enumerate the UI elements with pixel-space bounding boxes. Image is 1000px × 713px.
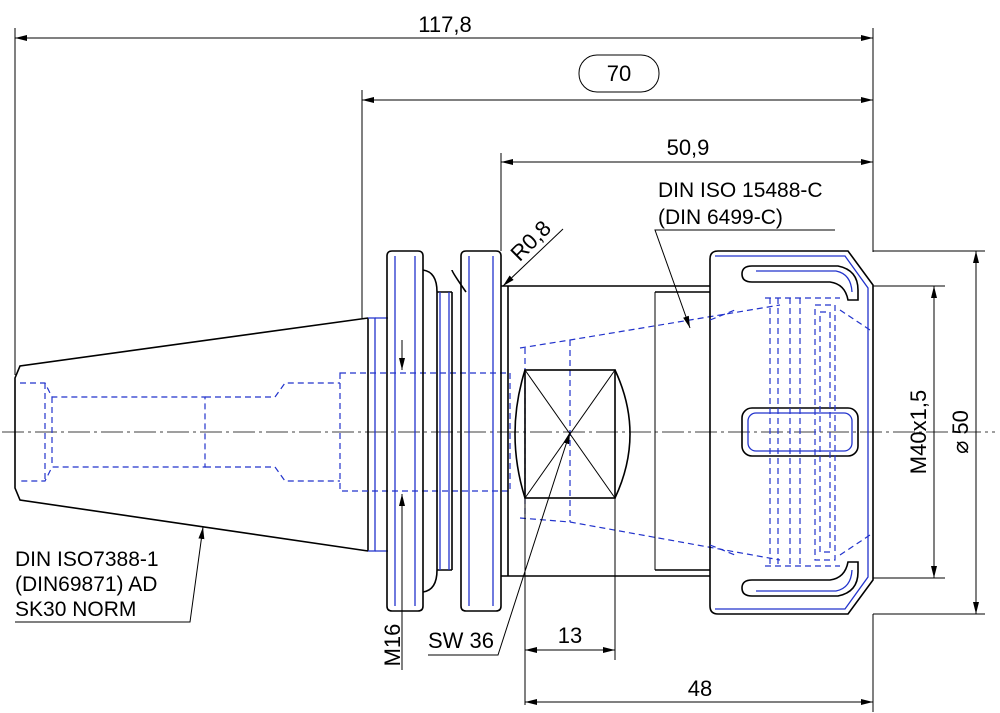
taper-standard-line1: DIN ISO7388-1 <box>15 548 159 571</box>
flange <box>386 250 508 612</box>
dim-nut-diameter: ⌀ 50 <box>873 250 985 615</box>
gauge-length-value: 70 <box>607 61 631 86</box>
collet-nut <box>709 250 874 615</box>
taper-standard-line2: (DIN69871) AD <box>15 573 157 596</box>
overall-length-value: 117,8 <box>418 12 471 37</box>
dim-nut-length: 50,9 <box>500 135 873 251</box>
wrench-size-value: SW 36 <box>428 628 494 653</box>
flat-width-value: 13 <box>558 623 582 648</box>
radius-value: R0,8 <box>505 215 556 266</box>
pull-stud-thread-value: M16 <box>380 624 405 667</box>
dim-wrench-size: SW 36 <box>428 431 571 656</box>
collet-standard-line2: (DIN 6499-C) <box>658 206 783 229</box>
dim-pull-stud-thread: M16 <box>380 340 405 670</box>
nut-thread-value: M40x1,5 <box>906 390 931 474</box>
tool-body <box>507 285 781 577</box>
dim-nut-thread: M40x1,5 <box>873 285 945 579</box>
dim-gauge-length: 70 <box>361 54 873 318</box>
taper-standard-note: DIN ISO7388-1 (DIN69871) AD SK30 NORM <box>15 526 205 623</box>
basic-dimension-frame <box>578 54 660 93</box>
collet-length-value: 48 <box>688 676 712 701</box>
collet-standard-line1: DIN ISO 15488-C <box>658 179 823 202</box>
nut-length-value: 50,9 <box>667 135 710 160</box>
dim-overall-length: 117,8 <box>14 12 874 375</box>
taper-standard-line3: SK30 NORM <box>15 598 136 621</box>
dim-flat-width: 13 <box>524 498 616 705</box>
dim-radius: R0,8 <box>502 215 564 287</box>
dim-collet-length: 48 <box>525 614 874 712</box>
nut-diameter-value: ⌀ 50 <box>948 410 973 454</box>
wrench-flats <box>514 369 631 499</box>
taper-shank <box>14 317 511 552</box>
collet-standard-note: DIN ISO 15488-C (DIN 6499-C) <box>654 179 835 329</box>
